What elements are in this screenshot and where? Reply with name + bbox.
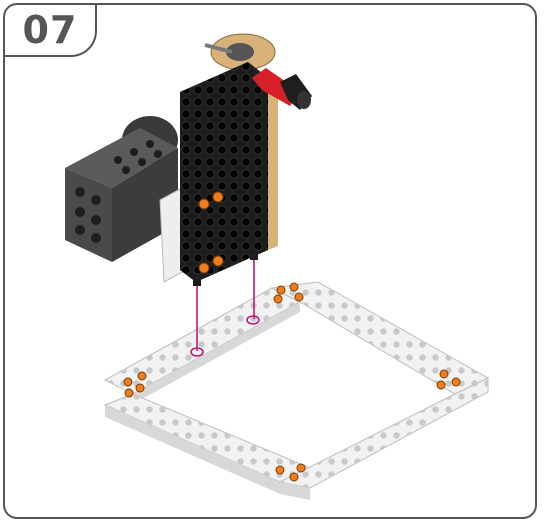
- square-frame-base: [105, 282, 488, 500]
- motor-plate-assembly: [65, 34, 312, 286]
- gear-icon: [205, 34, 275, 70]
- black-beam-plate: [180, 62, 278, 282]
- motor-block: [65, 116, 186, 282]
